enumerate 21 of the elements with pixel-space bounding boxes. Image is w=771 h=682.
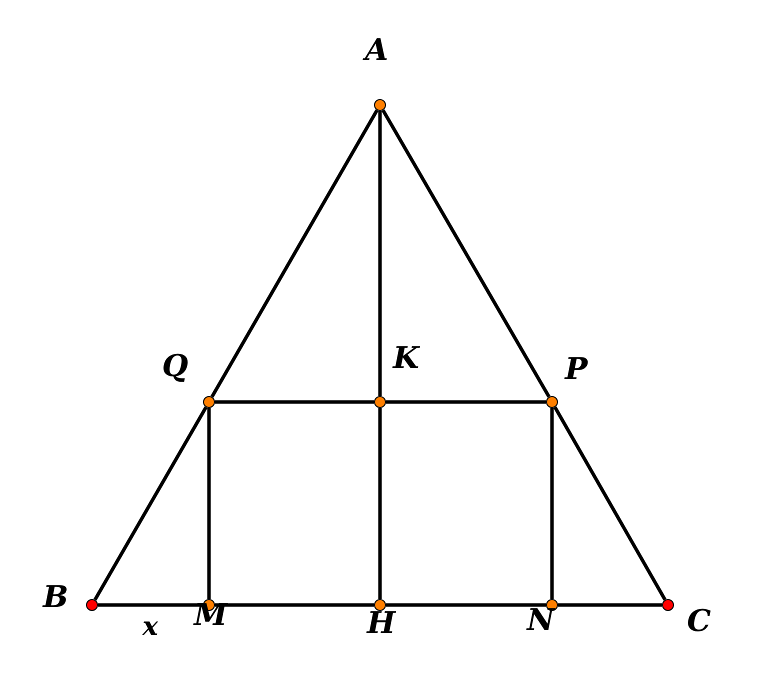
line-segment <box>378 408 382 599</box>
point-label: A <box>365 34 388 68</box>
line-segment <box>386 603 546 607</box>
point-label: Q <box>162 350 188 384</box>
line-segment <box>386 400 546 404</box>
line-segment <box>93 406 208 601</box>
line-segment <box>210 109 379 398</box>
line-segment <box>550 408 554 599</box>
line-segment <box>215 603 374 607</box>
point-label: P <box>565 353 588 387</box>
line-segment <box>553 406 667 601</box>
line-segment <box>378 111 382 396</box>
point-label: K <box>393 342 420 376</box>
point-label: N <box>527 604 554 638</box>
line-segment <box>382 109 550 398</box>
line-segment <box>207 408 211 599</box>
point-label: C <box>687 605 711 639</box>
point-label: B <box>43 581 68 615</box>
point-label: H <box>367 607 396 641</box>
line-segment <box>558 603 662 607</box>
line-segment <box>215 400 374 404</box>
